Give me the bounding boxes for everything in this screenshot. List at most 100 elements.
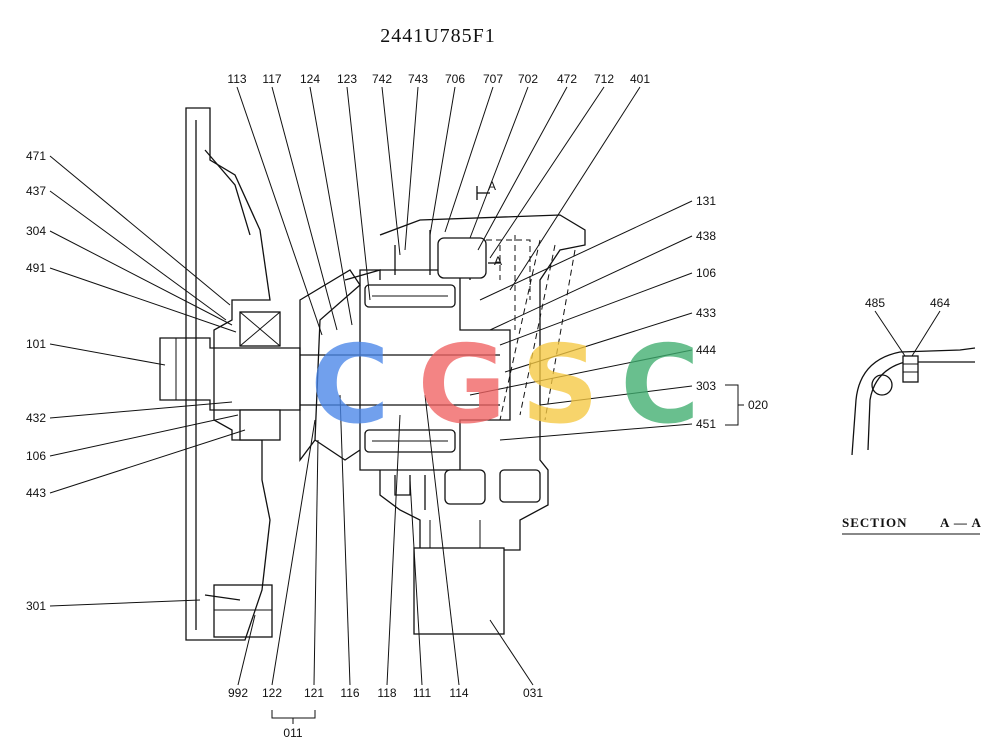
bracket-020: [725, 384, 744, 426]
label-bottom-122-leader: [271, 419, 316, 686]
label-bottom-121-leader: [313, 439, 319, 686]
label-right-438-leader: [489, 235, 693, 331]
label-left-491-leader: [49, 267, 237, 333]
flange-inner-edge: [195, 120, 251, 630]
label-left-432: 432: [26, 411, 46, 425]
label-left-106: 106: [26, 449, 46, 463]
label-top-472-leader: [477, 86, 568, 251]
group-label-011: 011: [283, 726, 302, 740]
label-left-301: 301: [26, 599, 46, 613]
label-top-702-leader: [469, 86, 529, 239]
label-top-113: 113: [227, 72, 246, 86]
housing-cover: [379, 214, 586, 551]
label-left-101: 101: [26, 337, 46, 351]
label-right-438: 438: [696, 229, 716, 243]
section-mark-top: A: [488, 179, 496, 193]
label-section-485-leader: [874, 310, 906, 357]
label-top-401: 401: [630, 72, 650, 86]
label-right-131-leader: [479, 200, 693, 301]
label-bottom-111-leader: [409, 479, 423, 686]
label-right-106-leader: [499, 272, 693, 346]
label-top-707: 707: [483, 72, 503, 86]
label-left-304: 304: [26, 224, 46, 238]
label-right-433-leader: [504, 312, 693, 373]
label-bottom-114: 114: [449, 686, 468, 700]
label-bottom-121: 121: [304, 686, 324, 700]
label-left-301-leader: [49, 599, 201, 607]
label-top-117-leader: [271, 86, 338, 331]
label-top-743-leader: [404, 86, 419, 251]
label-top-712: 712: [594, 72, 614, 86]
label-left-491: 491: [26, 261, 46, 275]
label-section-485: 485: [865, 296, 885, 310]
label-top-712-leader: [489, 86, 605, 259]
label-right-303: 303: [696, 379, 716, 393]
section-mark-bottom: A: [494, 254, 502, 268]
label-top-401-leader: [509, 86, 641, 291]
label-left-106-leader: [49, 414, 239, 457]
label-bottom-114-leader: [424, 394, 460, 686]
section-marks: A A: [476, 179, 502, 268]
label-left-471-leader: [49, 155, 231, 306]
section-plug: [902, 355, 919, 383]
label-left-443-leader: [49, 429, 246, 494]
port-passage: [499, 239, 576, 421]
section-aa-inset: SECTION A — A: [842, 347, 982, 535]
sensor-unit: [413, 547, 505, 635]
valve-block: [437, 237, 487, 279]
section-caption-id: A — A: [940, 515, 982, 530]
label-left-304-leader: [49, 230, 233, 326]
label-bottom-116-leader: [339, 394, 351, 686]
group-brackets: 020 011: [271, 384, 768, 740]
label-bottom-992-leader: [237, 614, 256, 686]
label-top-472: 472: [557, 72, 577, 86]
label-bottom-118-leader: [386, 414, 401, 686]
watermark-letter-2: G: [418, 323, 507, 448]
label-top-706: 706: [445, 72, 465, 86]
label-top-742-leader: [381, 86, 401, 256]
callout-leaders: [49, 86, 941, 686]
watermark-letter-3: S: [521, 323, 599, 448]
label-right-444: 444: [696, 343, 716, 357]
label-top-702: 702: [518, 72, 538, 86]
label-top-123: 123: [337, 72, 357, 86]
input-shaft: [159, 337, 301, 411]
label-bottom-116: 116: [340, 686, 359, 700]
cylinder-block: [359, 269, 511, 471]
label-top-117: 117: [262, 72, 281, 86]
label-left-437: 437: [26, 184, 46, 198]
label-top-706-leader: [429, 86, 456, 236]
label-bottom-118: 118: [377, 686, 396, 700]
label-right-131: 131: [696, 194, 716, 208]
label-left-101-leader: [49, 343, 166, 366]
section-body: [851, 347, 976, 456]
label-left-471: 471: [26, 149, 46, 163]
bearing-block-lower: [239, 409, 281, 441]
label-right-433: 433: [696, 306, 716, 320]
group-label-020: 020: [748, 398, 768, 412]
label-top-124: 124: [300, 72, 320, 86]
swash-plate: [299, 269, 361, 462]
label-right-444-leader: [469, 349, 693, 396]
label-top-707-leader: [444, 86, 494, 233]
label-bottom-122: 122: [262, 686, 282, 700]
flange-outline: [185, 107, 271, 641]
label-bottom-031-leader: [489, 619, 534, 686]
lower-plug: [444, 469, 486, 505]
label-top-113-leader: [236, 86, 323, 336]
label-section-464-leader: [911, 310, 941, 357]
label-right-106: 106: [696, 266, 716, 280]
label-bottom-992: 992: [228, 686, 248, 700]
label-top-742: 742: [372, 72, 392, 86]
label-bottom-111: 111: [413, 686, 432, 700]
label-left-443: 443: [26, 486, 46, 500]
label-left-432-leader: [49, 401, 233, 419]
watermark-letter-4: C: [620, 323, 699, 448]
label-top-123-leader: [346, 86, 371, 301]
lower-boss: [213, 584, 273, 638]
label-bottom-031: 031: [523, 686, 543, 700]
